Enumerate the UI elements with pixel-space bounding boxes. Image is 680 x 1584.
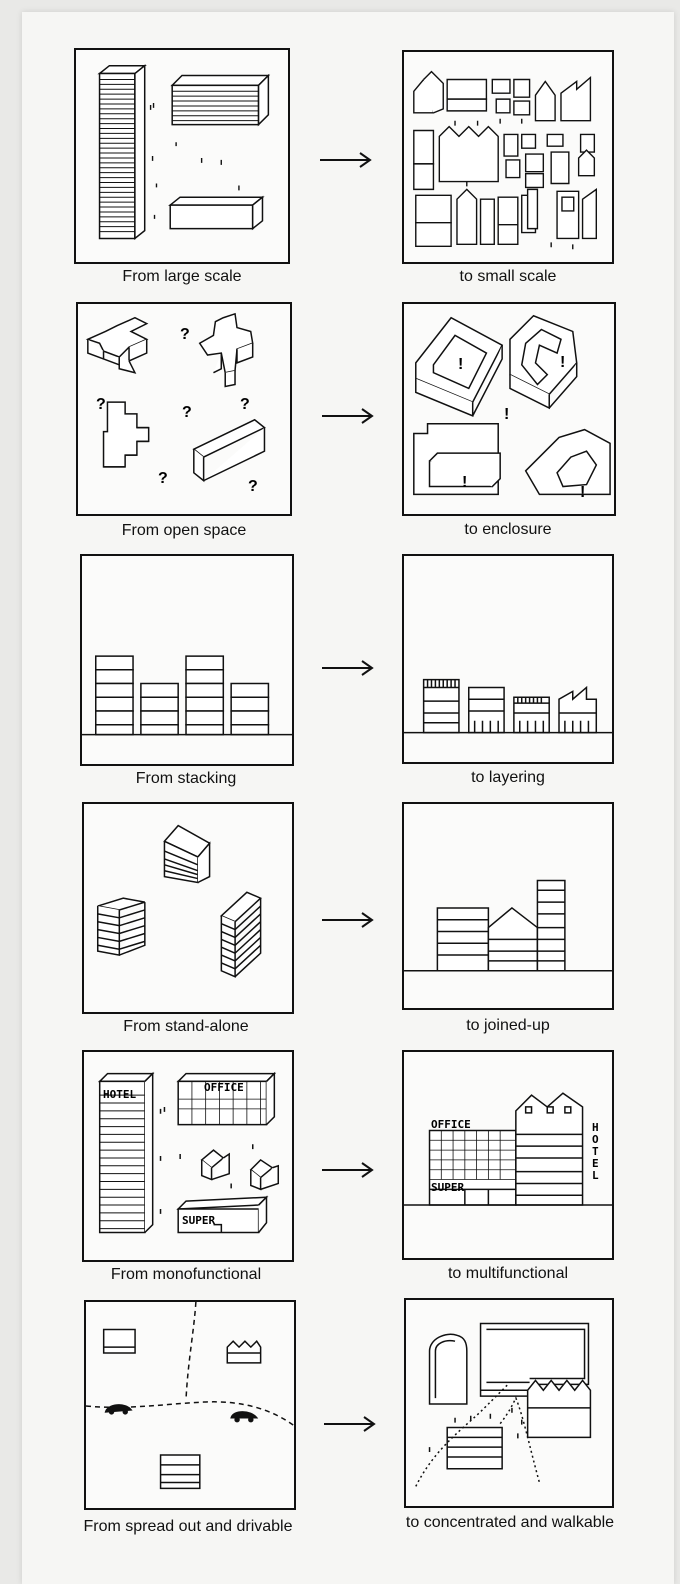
question-mark: ?	[158, 470, 168, 487]
caption-from-open-space: From open space	[121, 522, 247, 539]
large-scale-drawing	[76, 50, 288, 262]
question-mark: ?	[180, 326, 190, 343]
caption-to-multifunctional: to multifunctional	[447, 1265, 569, 1282]
sign-letter: H	[592, 1121, 599, 1134]
enclosure-drawing	[404, 304, 614, 514]
panel-joined-up	[402, 802, 614, 1010]
panel-large-scale	[74, 48, 290, 264]
small-scale-drawing	[404, 52, 612, 262]
panel-multifunctional: OFFICE SUPER H O T E L	[402, 1050, 614, 1260]
exclamation-mark: !	[462, 474, 468, 491]
caption-from-spread-out: From spread out and drivable	[83, 1518, 293, 1535]
walkable-drawing	[406, 1300, 612, 1506]
arrow-right-icon	[322, 1414, 378, 1434]
exclamation-mark: !	[504, 406, 510, 423]
open-space-drawing	[78, 304, 290, 514]
exclamation-mark: !	[580, 484, 586, 501]
sign-letter: O	[592, 1133, 599, 1146]
arrow-right-icon	[320, 1160, 376, 1180]
poster-sheet: From large scale to small scale ? ? ? ? …	[22, 12, 674, 1584]
panel-open-space: ? ? ? ? ? ?	[76, 302, 292, 516]
panel-spread-out	[84, 1300, 296, 1510]
stacking-drawing	[82, 556, 292, 764]
panel-small-scale	[402, 50, 614, 264]
hotel-vertical-sign: H O T E L	[592, 1122, 602, 1182]
monofunctional-drawing	[84, 1052, 292, 1260]
spread-out-drawing	[86, 1302, 294, 1508]
caption-to-walkable: to concentrated and walkable	[405, 1514, 615, 1531]
sign-letter: E	[592, 1157, 599, 1170]
arrow-right-icon	[320, 910, 376, 930]
office-sign: OFFICE	[431, 1118, 471, 1131]
panel-stand-alone	[82, 802, 294, 1014]
panel-layering	[402, 554, 614, 764]
wide-block-building	[172, 76, 268, 125]
panel-stacking	[80, 554, 294, 766]
super-sign: SUPER	[431, 1181, 465, 1194]
layering-drawing	[404, 556, 612, 762]
question-mark: ?	[182, 404, 192, 421]
caption-to-small-scale: to small scale	[459, 268, 557, 285]
super-sign: SUPER	[182, 1214, 216, 1227]
question-mark: ?	[240, 396, 250, 413]
panel-monofunctional: HOTEL OFFICE SUPER	[82, 1050, 294, 1262]
arrow-right-icon	[320, 658, 376, 678]
joined-up-drawing	[404, 804, 612, 1008]
question-mark: ?	[248, 478, 258, 495]
exclamation-mark: !	[458, 356, 464, 373]
panel-walkable	[404, 1298, 614, 1508]
arrow-right-icon	[318, 150, 374, 170]
caption-from-stand-alone: From stand-alone	[123, 1018, 249, 1035]
question-mark: ?	[96, 396, 106, 413]
office-sign: OFFICE	[204, 1081, 244, 1094]
hotel-sign: HOTEL	[103, 1088, 137, 1101]
caption-from-large-scale: From large scale	[122, 268, 242, 285]
arrow-right-icon	[320, 406, 376, 426]
low-block-building	[170, 197, 262, 228]
caption-from-stacking: From stacking	[135, 770, 237, 787]
sign-letter: T	[592, 1145, 599, 1158]
caption-to-joined-up: to joined-up	[466, 1017, 550, 1034]
stand-alone-drawing	[84, 804, 292, 1012]
caption-from-monofunctional: From monofunctional	[110, 1266, 262, 1283]
exclamation-mark: !	[560, 354, 566, 371]
sign-letter: L	[592, 1169, 599, 1182]
multifunctional-drawing	[404, 1052, 612, 1258]
tiny-people	[151, 103, 239, 219]
panel-enclosure: ! ! ! ! !	[402, 302, 616, 516]
caption-to-enclosure: to enclosure	[464, 521, 552, 538]
tall-slab-building	[100, 66, 145, 239]
caption-to-layering: to layering	[471, 769, 545, 786]
